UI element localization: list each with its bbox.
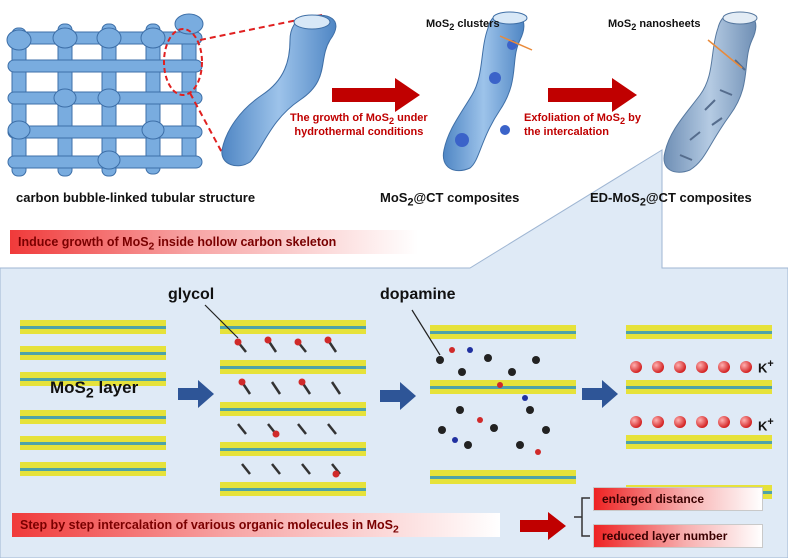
- arrow-exfoliation: [548, 78, 637, 112]
- arrow-growth: [332, 78, 420, 112]
- dopamine-intercalated-stack: [430, 325, 576, 484]
- k-ion-label-1: K+: [758, 358, 774, 376]
- dopamine-label: dopamine: [380, 286, 456, 303]
- mos2-ct-tube: [442, 12, 525, 172]
- growth-label: The growth of MoS2 under hydrothermal co…: [290, 112, 428, 139]
- mos2-layer-label: MoS2 layer: [50, 378, 139, 402]
- carbon-skeleton-illustration: [6, 13, 204, 177]
- clusters-label: MoS2 clusters: [426, 18, 500, 33]
- result-enlarged-distance: enlarged distance: [593, 487, 763, 511]
- mos2-layer-stack-1: [20, 320, 166, 476]
- result-reduced-layers: reduced layer number: [593, 524, 763, 548]
- ed-mos2-ct-tube: [663, 12, 757, 173]
- k-intercalated-stack: [626, 325, 772, 499]
- k-ion-label-2: K+: [758, 416, 774, 434]
- bottom-banner: Step by step intercalation of various or…: [12, 513, 500, 537]
- zoom-circle: [163, 28, 203, 96]
- arrow-step-2: [380, 382, 416, 410]
- glycol-intercalated-stack: [220, 320, 366, 496]
- arrow-step-3: [582, 380, 618, 408]
- bottom-panel: [0, 149, 788, 558]
- nanosheets-label: MoS2 nanosheets: [608, 18, 701, 33]
- single-tube: [221, 14, 337, 167]
- exfoliation-label: Exfoliation of MoS2 by the intercalation: [524, 112, 641, 139]
- glycol-label: glycol: [168, 286, 215, 303]
- ed-composite-caption: ED-MoS2@CT composites: [590, 190, 752, 209]
- nanosheet-marks: [679, 59, 746, 161]
- top-banner: Induce growth of MoS2 inside hollow carb…: [10, 230, 418, 254]
- arrow-result: [520, 512, 566, 540]
- skeleton-caption: carbon bubble-linked tubular structure: [16, 190, 256, 205]
- arrow-step-1: [178, 380, 214, 408]
- composite-caption: MoS2@CT composites: [380, 190, 520, 209]
